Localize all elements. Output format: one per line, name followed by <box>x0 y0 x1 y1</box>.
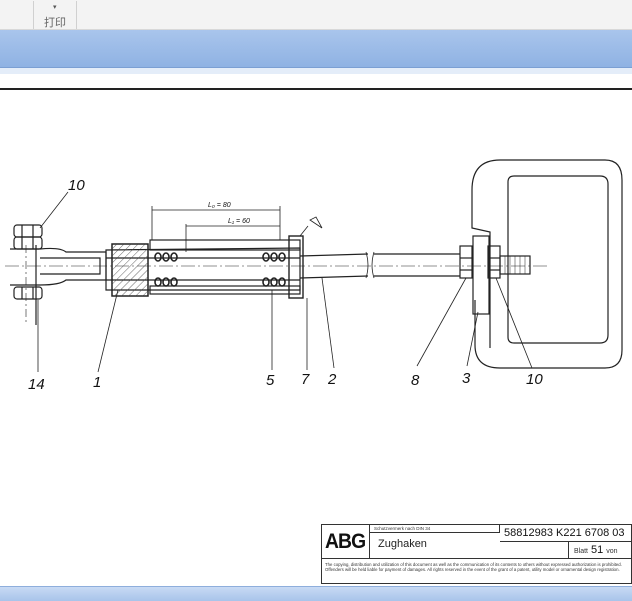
drawing-number: 58812983 K221 6708 03 <box>500 525 632 542</box>
toolbar: ▾ 打印 <box>0 0 632 30</box>
callout-10-right: 10 <box>526 371 543 388</box>
nut-assembly <box>459 245 531 279</box>
dimension-lines <box>151 206 323 252</box>
sheet-number: 51 <box>591 544 604 556</box>
callout-8: 8 <box>411 372 420 389</box>
chevron-down-icon[interactable]: ▾ <box>53 4 57 11</box>
tension-rod <box>299 251 460 279</box>
drawing-title: Zughaken <box>378 538 427 550</box>
callout-14: 14 <box>28 376 45 390</box>
leader-lines <box>37 191 533 373</box>
callout-5: 5 <box>266 372 275 389</box>
spring-housing <box>105 235 304 299</box>
callout-2: 2 <box>327 371 337 388</box>
document-viewer[interactable] <box>0 74 632 586</box>
hook-eye-assembly <box>10 224 107 325</box>
handle-plate <box>471 159 623 369</box>
protection-note: Schutzvermerk nach DIN 34 <box>370 525 500 533</box>
dimension-l1: L₁ = 60 <box>228 218 250 225</box>
callout-3: 3 <box>462 370 471 387</box>
callout-7: 7 <box>301 371 310 388</box>
logo-text: ABG <box>325 530 366 553</box>
callout-1: 1 <box>93 374 101 390</box>
title-block: ABG Schutzvermerk nach DIN 34 Zughaken 5… <box>321 524 632 584</box>
callout-10-left: 10 <box>68 177 85 194</box>
technical-drawing: 10 14 1 5 7 2 8 3 10 L₀ = 80 L₁ = 60 <box>5 159 623 390</box>
title-block-divider <box>370 558 632 559</box>
sheet-of: von <box>606 548 618 555</box>
ribbon-divider <box>0 68 632 74</box>
dimension-l0: L₀ = 80 <box>208 202 231 209</box>
sheet-label: Blatt <box>574 548 589 555</box>
print-button[interactable]: ▾ 打印 <box>33 1 77 29</box>
print-button-label: 打印 <box>44 17 66 29</box>
ribbon-bar <box>0 30 632 68</box>
drawing-frame-top <box>0 88 632 90</box>
legal-notice: The copying, distribution and utilizatio… <box>325 562 622 573</box>
bottom-status-bar <box>0 586 632 601</box>
abg-logo: ABG <box>322 525 370 559</box>
